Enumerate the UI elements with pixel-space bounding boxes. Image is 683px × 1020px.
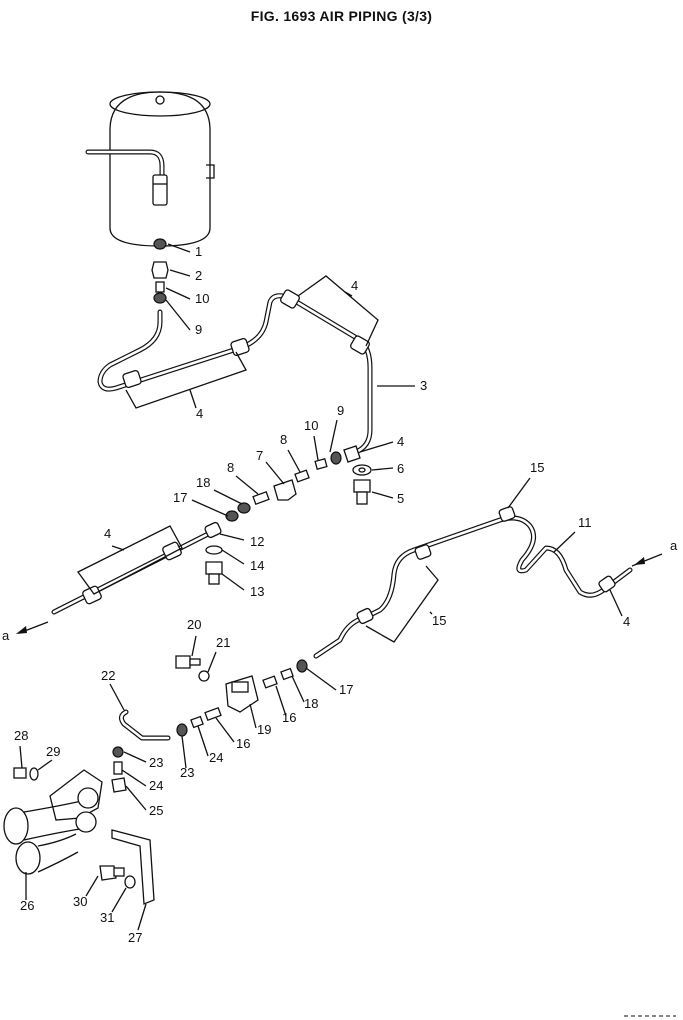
callout-21: 21 [216, 635, 230, 650]
callout-30: 30 [73, 894, 87, 909]
upper-air-pipe [97, 275, 415, 455]
callout-6: 6 [397, 461, 404, 476]
callout-4: 4 [104, 526, 111, 541]
air-horn [3, 769, 103, 900]
callout-4: 4 [351, 278, 358, 293]
callout-23: 23 [149, 755, 163, 770]
callout-3: 3 [420, 378, 427, 393]
horn-bracket [85, 829, 155, 931]
callout-10: 10 [304, 418, 318, 433]
callout-15: 15 [530, 460, 544, 475]
callout-10: 10 [195, 291, 209, 306]
tank-fittings [151, 238, 191, 331]
figure-title: FIG. 1693 AIR PIPING (3/3) [250, 8, 433, 24]
arrow-a-left: a [2, 628, 10, 643]
callout-9: 9 [337, 403, 344, 418]
callout-4: 4 [196, 406, 203, 421]
arrow-a-right: a [670, 538, 678, 553]
callout-23: 23 [180, 765, 194, 780]
callout-26: 26 [20, 898, 34, 913]
callout-16: 16 [236, 736, 250, 751]
right-fittings [313, 419, 394, 505]
callout-18: 18 [196, 475, 210, 490]
arrow-labels: aa [2, 538, 678, 643]
callout-8: 8 [280, 432, 287, 447]
callout-29: 29 [46, 744, 60, 759]
callout-12: 12 [250, 534, 264, 549]
callout-16: 16 [282, 710, 296, 725]
horn-fittings [13, 745, 147, 811]
callout-24: 24 [149, 778, 163, 793]
callout-14: 14 [250, 558, 264, 573]
left-air-pipe [51, 521, 245, 615]
callout-5: 5 [397, 491, 404, 506]
callout-7: 7 [256, 448, 263, 463]
callout-11: 11 [578, 515, 592, 530]
callout-20: 20 [187, 617, 201, 632]
callout-17: 17 [173, 490, 187, 505]
arrow-a-right-mark [631, 553, 663, 567]
callout-15: 15 [432, 613, 446, 628]
callout-17: 17 [339, 682, 353, 697]
callout-28: 28 [14, 728, 28, 743]
callout-4: 4 [623, 614, 630, 629]
air-tank [85, 91, 215, 247]
callout-8: 8 [227, 460, 234, 475]
callout-24: 24 [209, 750, 223, 765]
callout-25: 25 [149, 803, 163, 818]
callout-13: 13 [250, 584, 264, 599]
callout-4: 4 [397, 434, 404, 449]
middle-fittings [191, 449, 310, 522]
callout-27: 27 [128, 930, 142, 945]
callout-19: 19 [257, 722, 271, 737]
callout-22: 22 [101, 668, 115, 683]
callout-31: 31 [100, 910, 114, 925]
callout-1: 1 [195, 244, 202, 259]
arrow-a-left-mark [16, 621, 49, 634]
short-pipe [109, 683, 171, 741]
lower-air-pipe [313, 477, 633, 659]
callout-2: 2 [195, 268, 202, 283]
callout-9: 9 [195, 322, 202, 337]
valve-assembly [175, 635, 337, 769]
callout-18: 18 [304, 696, 318, 711]
